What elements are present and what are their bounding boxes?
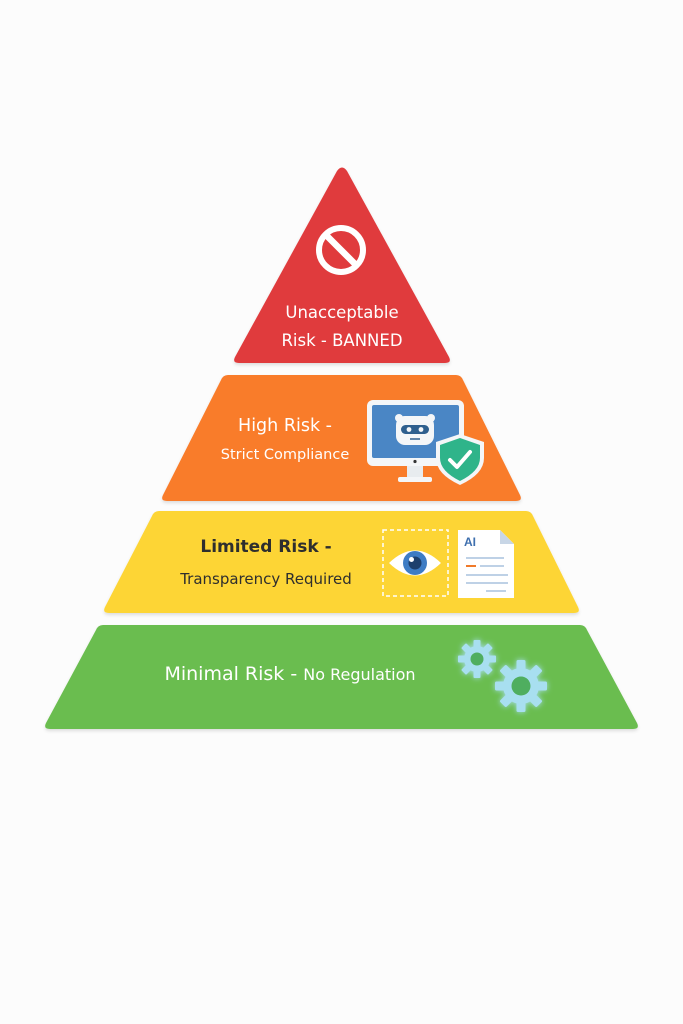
tier-high-title: High Risk - xyxy=(238,416,332,436)
tier-unacceptable-title: Unacceptable xyxy=(285,303,399,322)
tier-minimal-title: Minimal Risk xyxy=(164,663,285,685)
tier-minimal-separator: - xyxy=(284,663,304,685)
prohibited-icon xyxy=(316,225,366,275)
eye-icon xyxy=(382,529,449,597)
monitor-robot-shield-icon xyxy=(367,400,484,485)
tier-minimal-label: Minimal Risk - No Regulation xyxy=(130,662,450,688)
tier-high-label: High Risk - Strict Compliance xyxy=(195,412,375,470)
ai-document-label: AI xyxy=(464,535,476,549)
tier-unacceptable-label: Unacceptable Risk - BANNED xyxy=(250,299,434,355)
small-gear-icon xyxy=(458,640,496,678)
robot-face-icon xyxy=(395,414,435,445)
tier-limited-label: Limited Risk - Transparency Required xyxy=(150,532,382,596)
tier-unacceptable-subtitle: Risk - BANNED xyxy=(281,331,403,350)
tier-minimal-subtitle: No Regulation xyxy=(303,665,416,684)
gears-icon xyxy=(458,640,547,712)
tier-unacceptable-shape xyxy=(234,167,450,363)
large-gear-icon xyxy=(495,660,547,712)
shield-check-icon xyxy=(436,434,484,485)
tier-high-subtitle: Strict Compliance xyxy=(220,447,350,463)
tier-limited-title: Limited Risk - xyxy=(200,537,332,557)
ai-document-icon xyxy=(458,530,514,598)
tier-limited-subtitle: Transparency Required xyxy=(180,570,352,588)
